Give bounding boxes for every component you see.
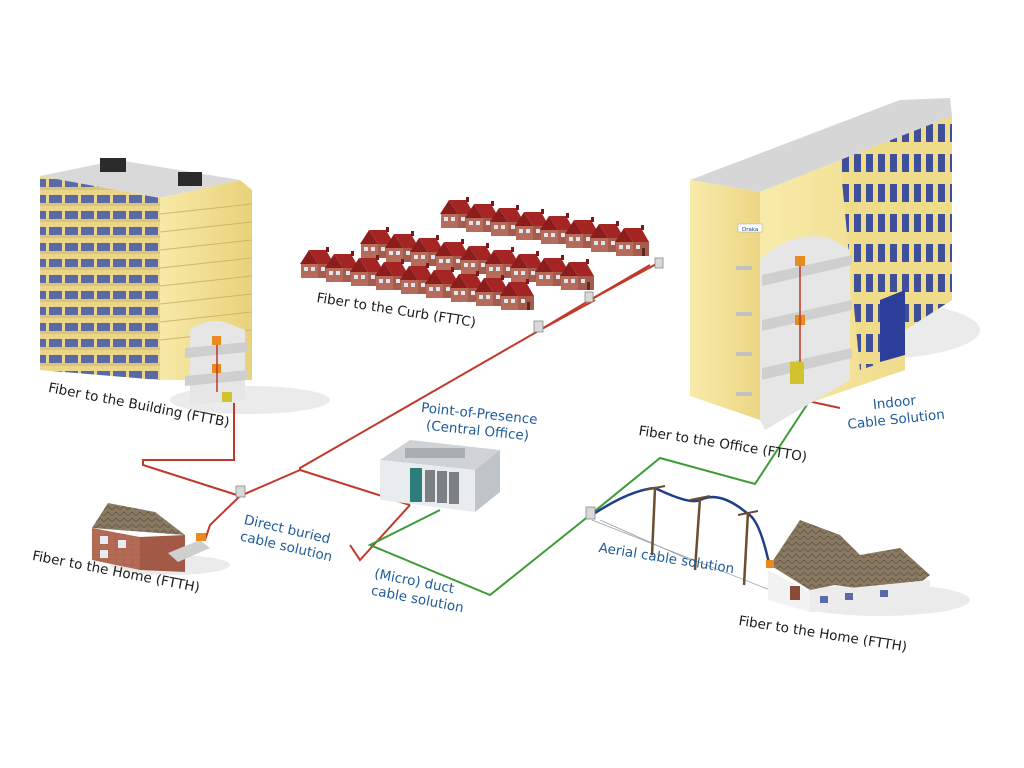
office-sign: Draka (742, 227, 758, 233)
utility-poles (644, 485, 759, 586)
row-houses (300, 197, 649, 310)
central-office (380, 440, 500, 512)
micro-duct-cable (367, 399, 811, 597)
tower-building (40, 158, 253, 405)
left-home (92, 503, 210, 572)
street-cabinets (235, 257, 664, 520)
right-home (766, 520, 930, 612)
office-building: Draka (690, 98, 952, 430)
